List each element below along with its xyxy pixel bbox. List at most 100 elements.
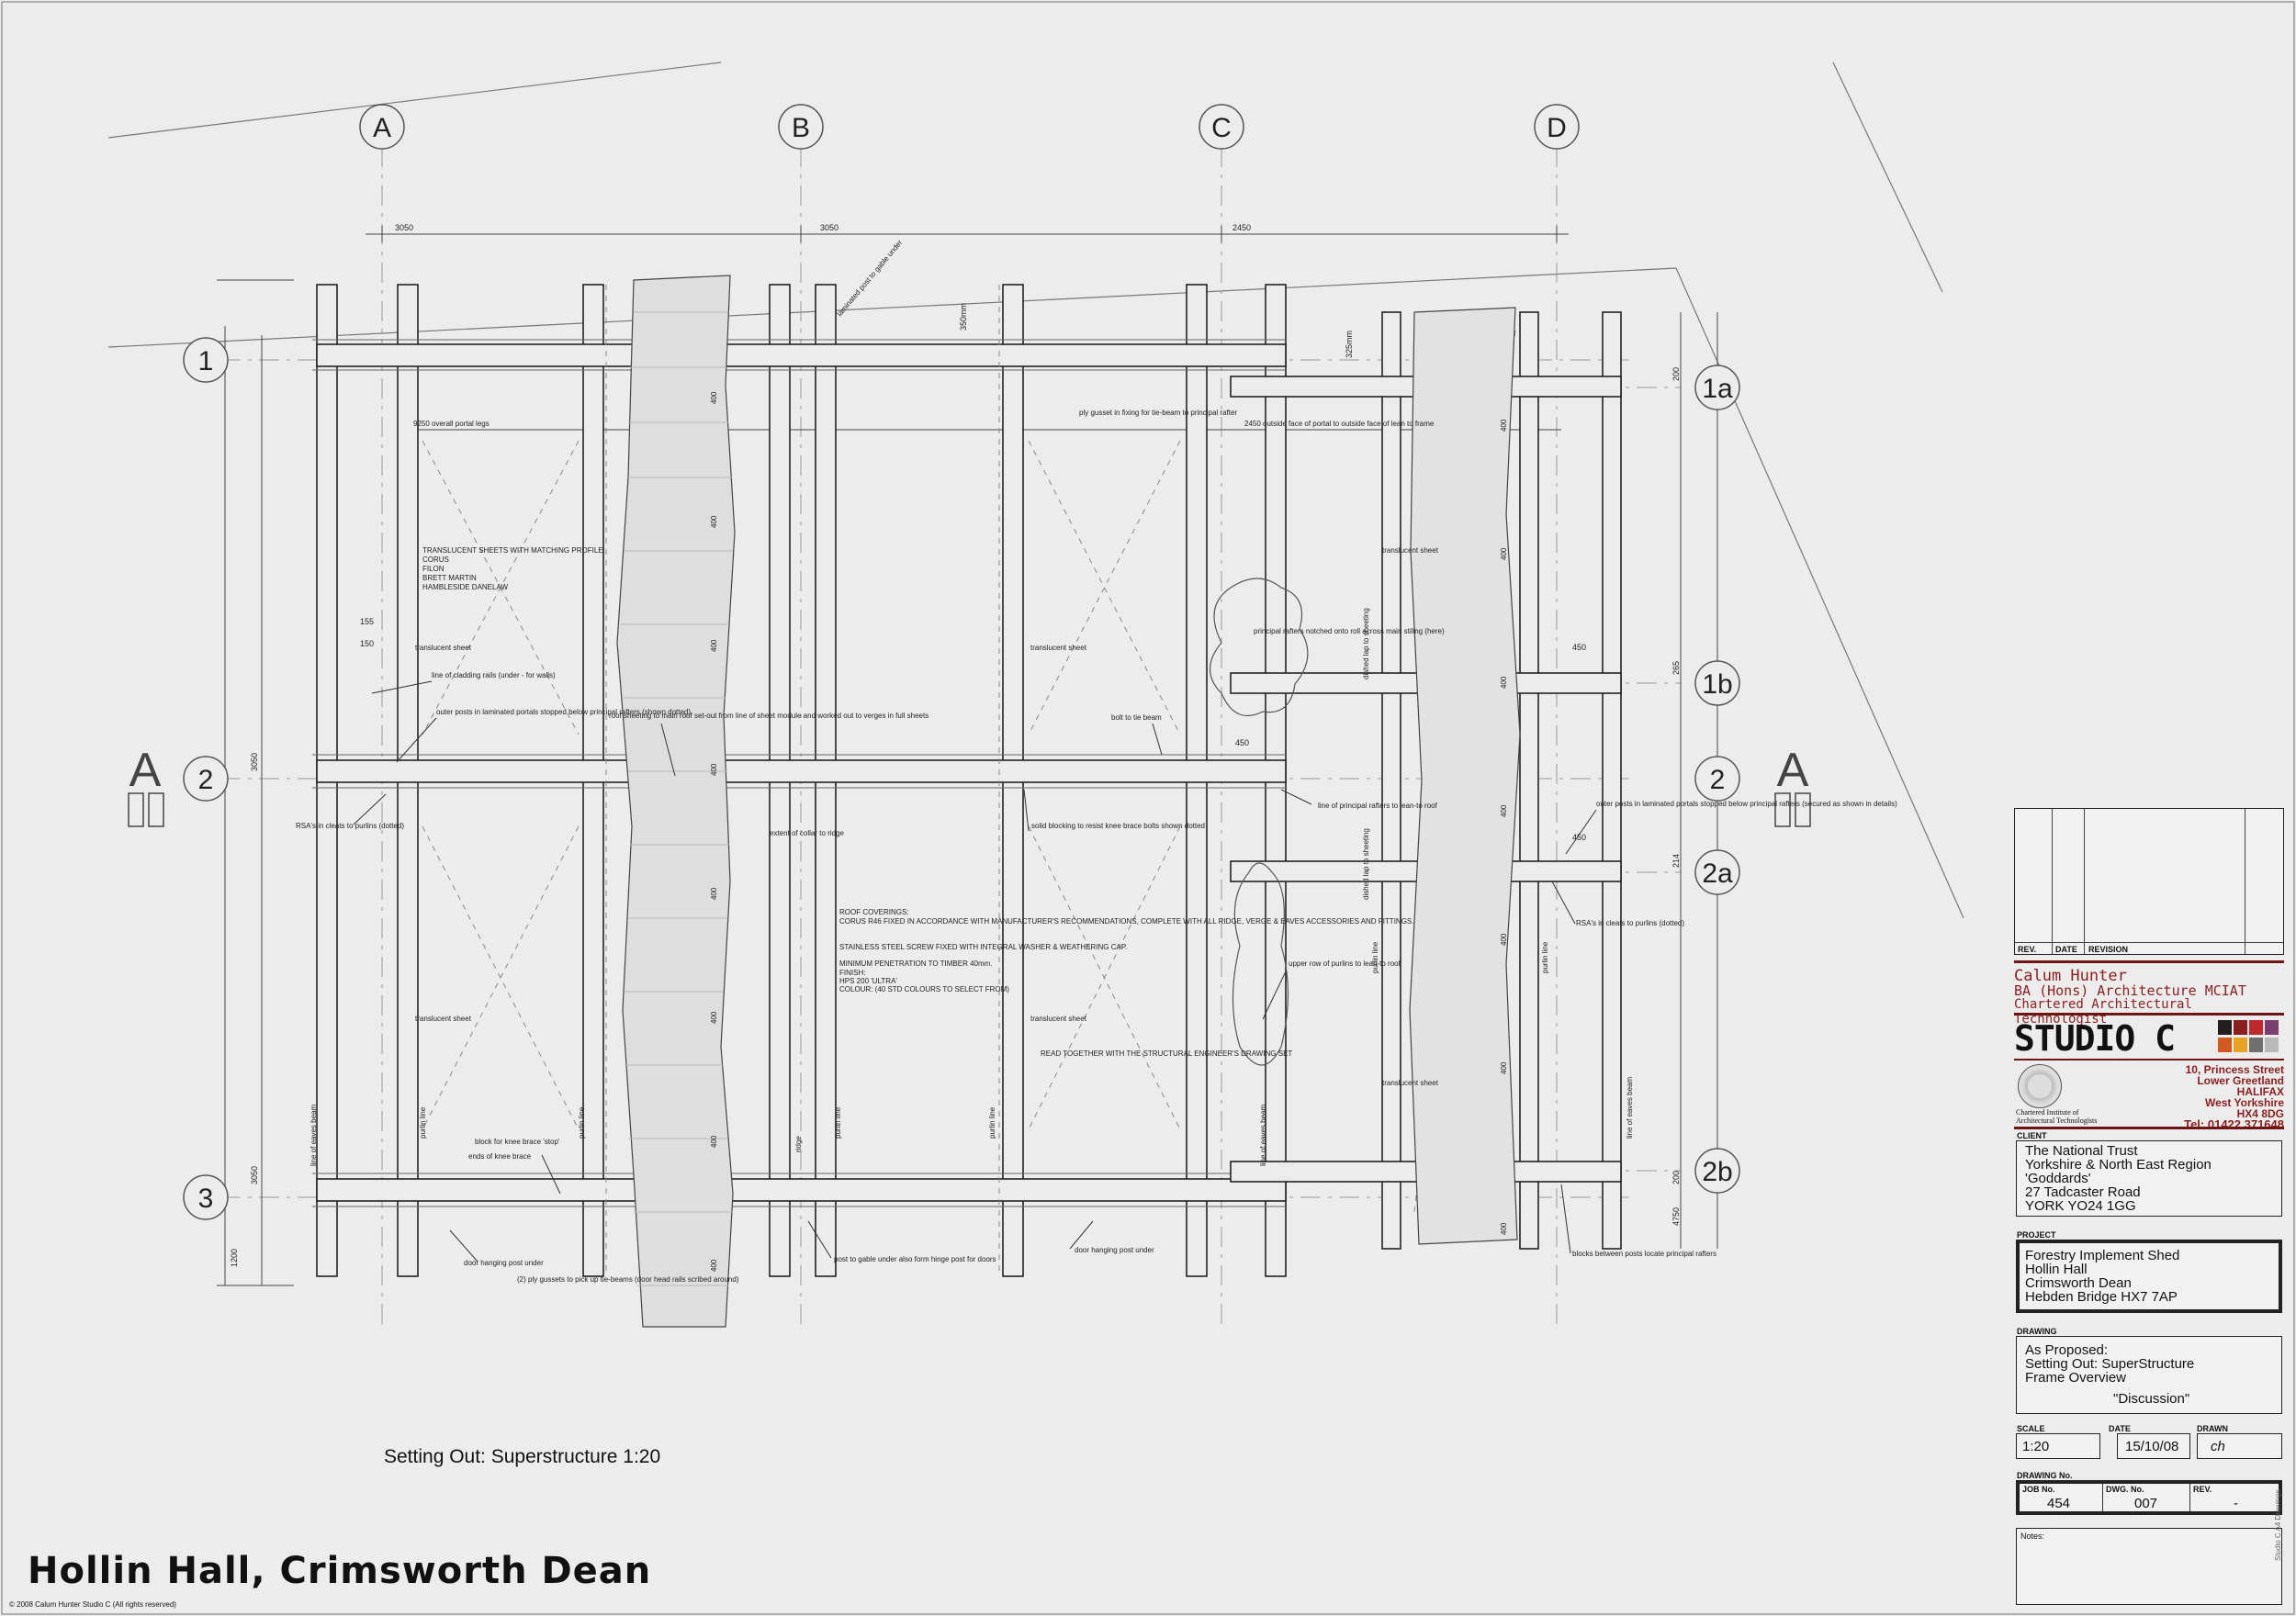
date-box: 15/10/08 [2117, 1433, 2190, 1459]
drawing-line-2: Setting Out: SuperStructure [2025, 1356, 2195, 1372]
tree-symbols [1210, 578, 1309, 1066]
note-translucent-filon: FILON [422, 565, 445, 573]
dim-small-7: 325mm [1345, 331, 1354, 358]
purlin-lines [312, 339, 1286, 1207]
note-read-together: READ TOGETHER WITH THE STRUCTURAL ENGINE… [1041, 1049, 1292, 1058]
client-line-1: The National Trust [2025, 1143, 2138, 1159]
drawing-status: "Discussion" [2113, 1391, 2190, 1407]
sheet-module-15: 400 [1500, 1222, 1508, 1235]
dim-small-1: 450 [1572, 643, 1586, 652]
practitioner-role: Chartered Architectural Technologist [2014, 997, 2192, 1027]
sheet-module-14: 400 [1500, 1061, 1508, 1074]
dim-right-3: 214 [1671, 854, 1681, 868]
project-line-2: Hollin Hall [2025, 1262, 2088, 1277]
drawing-label: DRAWING [2017, 1327, 2057, 1336]
dim-right-1: 200 [1671, 367, 1681, 381]
dim-small-2: 450 [1572, 833, 1586, 842]
dim-small-5: 150 [360, 639, 374, 648]
note-translucent-sheet-1: translucent sheet [415, 644, 472, 652]
brand-swatch [2234, 1038, 2247, 1052]
brand-swatch [2249, 1038, 2263, 1052]
institute-name: Chartered Institute of Architectural Tec… [2016, 1108, 2098, 1125]
grid-column-a: A [373, 113, 391, 143]
note-translucent-sheet-5: translucent sheet [1382, 546, 1439, 555]
studio-name: STUDIO C [2014, 1018, 2176, 1059]
grid-row-1b: 1b [1702, 669, 1732, 700]
job-label: JOB No. [2022, 1485, 2055, 1494]
brand-swatch [2265, 1038, 2279, 1052]
revision-box: REV. DATE REVISION [2014, 808, 2284, 955]
roof-sheet-strip [616, 275, 736, 1328]
note-knee-brace-stop: block for knee brace 'stop' [475, 1138, 560, 1146]
practitioner-block: Calum Hunter BA (Hons) Architecture MCIA… [2014, 960, 2284, 1130]
note-translucent-sheet-4: translucent sheet [1030, 1015, 1087, 1023]
note-door-hanging-left: door hanging post under [464, 1259, 544, 1267]
dim-top-2: 3050 [820, 223, 838, 232]
note-translucent-hambleside: HAMBLESIDE DANELAW [422, 583, 509, 591]
grid-bubbles [183, 104, 1740, 1220]
note-rsa-cleats-right: RSA's in cleats to purlins (dotted) [1576, 919, 1684, 927]
section-marker-right: A [1777, 744, 1809, 797]
note-translucent-sheet-6: translucent sheet [1382, 1079, 1439, 1087]
note-roof-coverings-colour: COLOUR: (40 STD COLOURS TO SELECT FROM) [839, 985, 1009, 993]
sheet-module-3: 400 [710, 639, 718, 652]
client-line-2: Yorkshire & North East Region [2025, 1157, 2212, 1173]
client-line-4: 27 Tadcaster Road [2025, 1184, 2141, 1200]
project-line-4: Hebden Bridge HX7 7AP [2025, 1289, 2178, 1305]
rev-label: REV. [2193, 1485, 2212, 1494]
project-title: Hollin Hall, Crimsworth Dean [28, 1550, 652, 1592]
lean-to-sheet [1409, 307, 1521, 1245]
address-line-5: HX4 8DG [2236, 1107, 2284, 1120]
sheet-module-9: 400 [1500, 419, 1508, 432]
note-translucent-corus: CORUS [422, 556, 449, 564]
grid-row-2: 2 [198, 765, 214, 795]
note-roof-coverings-corus: CORUS R46 FIXED IN ACCORDANCE WITH MANUF… [839, 917, 1413, 926]
sheet-module-11: 400 [1500, 676, 1508, 689]
sheet-module-2: 400 [710, 515, 718, 528]
note-ply-gussets: (2) ply gussets to pick up tie-beams (do… [517, 1275, 739, 1284]
scale-box: 1:20 [2016, 1433, 2100, 1459]
revision-header-date: DATE [2055, 945, 2077, 954]
note-translucent-sheet-3: translucent sheet [415, 1015, 472, 1023]
dim-left-3: 1200 [230, 1249, 239, 1267]
practitioner-qualification: BA (Hons) Architecture MCIAT [2014, 982, 2246, 999]
drawing-no-label: DRAWING No. [2017, 1471, 2073, 1480]
date-value: 15/10/08 [2125, 1439, 2179, 1454]
note-upper-purlins: upper row of purlins to lean-to roof [1289, 960, 1401, 968]
drawn-label: DRAWN [2197, 1424, 2228, 1433]
sheet-module-12: 400 [1500, 804, 1508, 817]
sheet-module-13: 400 [1500, 933, 1508, 946]
drawing-box: As Proposed: Setting Out: SuperStructure… [2016, 1336, 2282, 1414]
leader-lines [353, 680, 1597, 1262]
note-ridge: ridge [794, 1136, 803, 1152]
address-line-4: West Yorkshire [2204, 1096, 2284, 1109]
note-laminated-post: laminated post to gable under [836, 238, 905, 318]
dwg-number: 007 [2134, 1496, 2158, 1511]
grid-column-d: D [1547, 113, 1567, 143]
grid-column-c: C [1211, 113, 1232, 143]
note-purlin-line-4: purlin line [988, 1106, 996, 1139]
sheet-module-4: 400 [710, 763, 718, 776]
drawing-number-box: JOB No. DWG. No. REV. 454 007 - [2016, 1480, 2282, 1515]
note-translucent-brett: BRETT MARTIN [422, 574, 477, 582]
brand-swatch [2249, 1020, 2263, 1035]
copyright-note: © 2008 Calum Hunter Studio C (All rights… [9, 1600, 176, 1609]
dwg-label: DWG. No. [2106, 1485, 2144, 1494]
job-number: 454 [2047, 1496, 2071, 1511]
note-purlin-line-5: purlin line [1371, 941, 1379, 973]
grid-row-2b: 2b [1702, 1157, 1732, 1187]
note-purlin-line-3: purlin line [834, 1106, 842, 1139]
note-roof-sheeting: roof sheeting to main roof set-out from … [609, 712, 929, 720]
drawing-line-3: Frame Overview [2025, 1370, 2127, 1386]
dim-top-3: 2450 [1232, 223, 1251, 232]
section-markers [128, 792, 1811, 827]
sheet-module-7: 400 [710, 1135, 718, 1148]
notes-label: Notes: [2020, 1532, 2045, 1541]
note-outer-posts-right: outer posts in laminated portals stopped… [1596, 800, 1897, 808]
note-extent-collar: extent of collar to ridge [770, 829, 844, 837]
institute-seal-icon [2018, 1064, 2062, 1108]
note-dished-lap-2: dished lap to sheeting [1362, 828, 1370, 900]
sheet-module-1: 400 [710, 391, 718, 404]
client-line-3: 'Goddards' [2025, 1171, 2091, 1186]
